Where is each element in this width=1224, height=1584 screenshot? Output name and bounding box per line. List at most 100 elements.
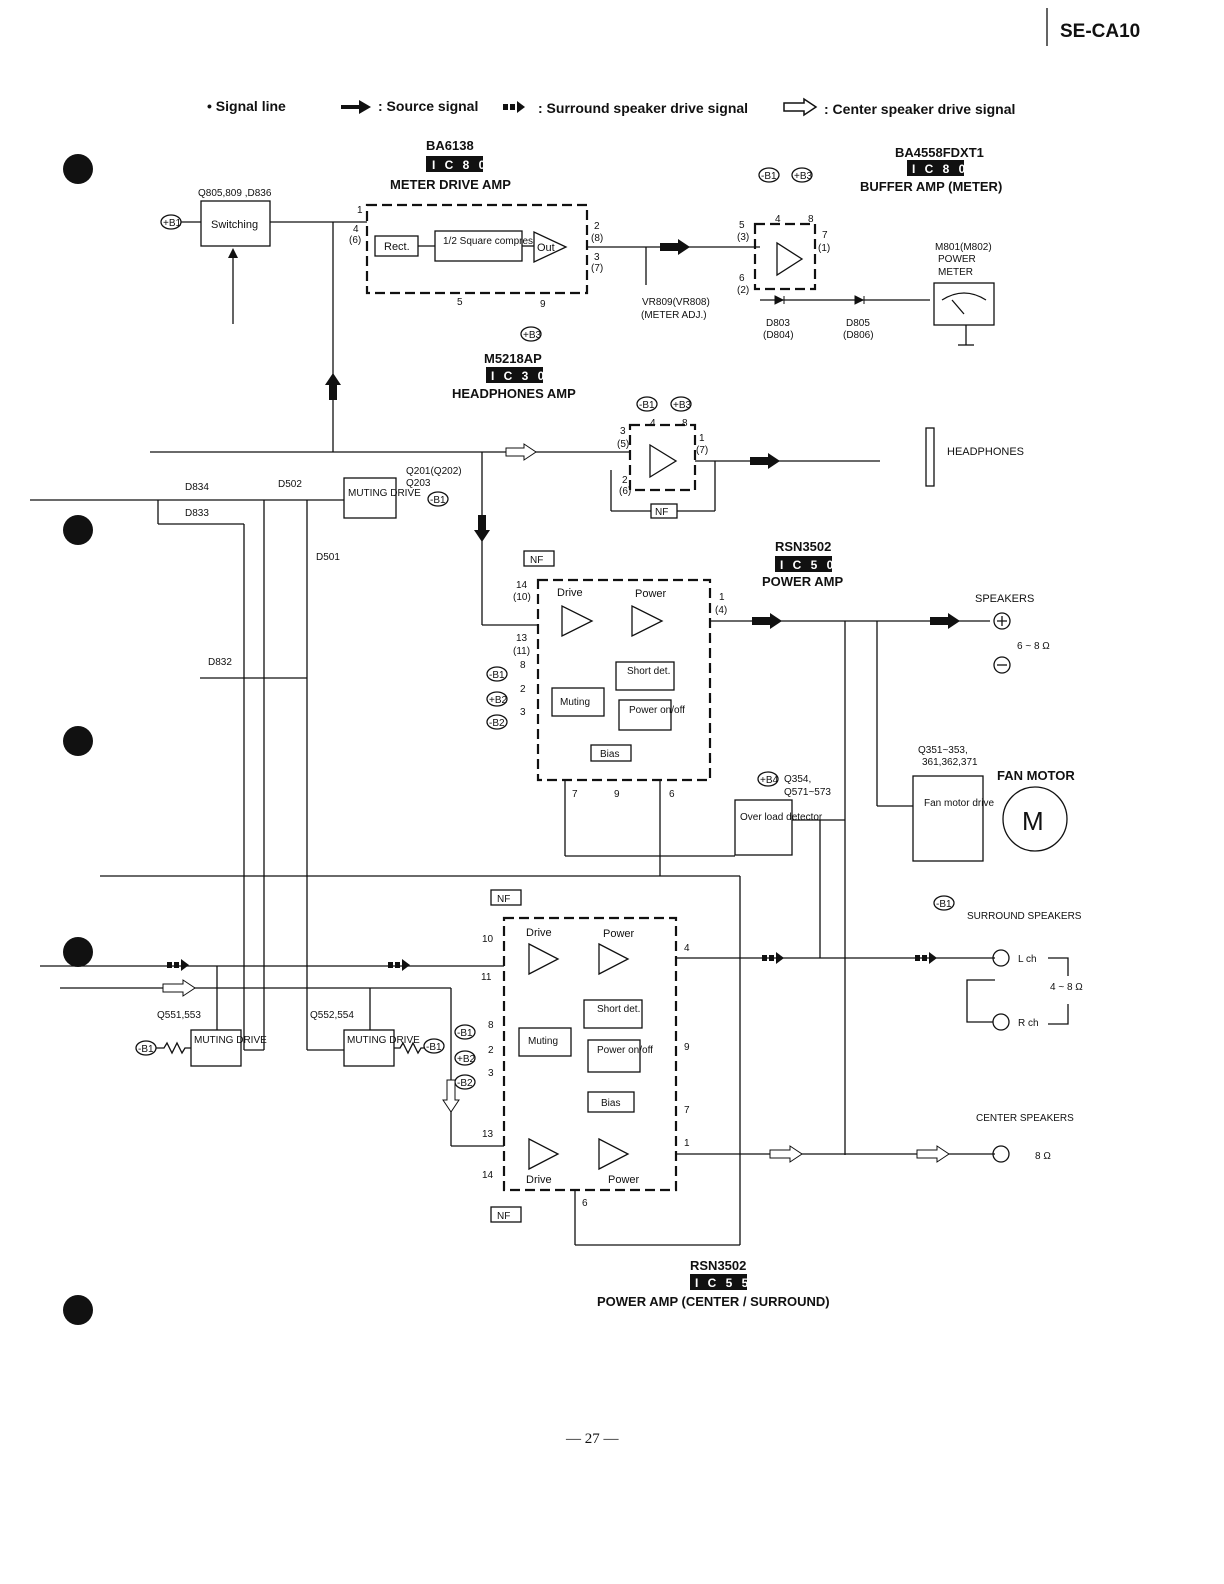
surround-center-speakers: SURROUND SPEAKERS L ch R ch 4 ~ 8 Ω CENT… (966, 911, 1083, 1163)
svg-text:2: 2 (520, 684, 526, 695)
ic301-nf-label: NF (655, 507, 668, 518)
svg-text:(6): (6) (349, 235, 361, 246)
svg-text:-B1: -B1 (761, 171, 777, 182)
svg-text:7: 7 (572, 789, 578, 800)
svg-text:L ch: L ch (1018, 954, 1037, 965)
ic301-block: M5218AP I C 3 0 1 HEADPHONES AMP -B1 +B3… (452, 351, 1024, 519)
ic801-name: METER DRIVE AMP (390, 177, 511, 192)
muting-drives-bottom: Q551,553 MUTING DRIVE -B1 Q552,554 MUTIN… (135, 966, 445, 1067)
svg-text:Power: Power (635, 588, 667, 600)
legend-center: : Center speaker drive signal (824, 101, 1015, 117)
svg-text:D832: D832 (208, 657, 232, 668)
speakers-label: SPEAKERS (975, 593, 1034, 605)
svg-text:6: 6 (582, 1198, 588, 1209)
svg-text:4 ~ 8 Ω: 4 ~ 8 Ω (1050, 982, 1083, 993)
out-label: Out (537, 242, 555, 254)
legend-source: : Source signal (378, 98, 478, 114)
svg-text:(10): (10) (513, 592, 531, 603)
svg-text:4: 4 (684, 943, 690, 954)
svg-text:8: 8 (520, 660, 526, 671)
svg-text:+B2: +B2 (457, 1054, 476, 1065)
svg-text:3: 3 (594, 252, 600, 263)
muting-drive-q201: MUTING DRIVE Q201(Q202) Q203 -B1 D834 D8… (30, 466, 462, 1050)
svg-text:METER: METER (938, 267, 973, 278)
binder-holes (63, 154, 93, 1325)
ic501-tag: I C 5 0 1 (780, 558, 852, 572)
svg-text:-B1: -B1 (457, 1028, 473, 1039)
output-buses (40, 952, 995, 1163)
svg-text:(8): (8) (591, 233, 603, 244)
center-arrow-icon (783, 97, 818, 117)
svg-text:6: 6 (739, 273, 745, 284)
overload-label: Over load detector (740, 812, 823, 823)
ic801-tag: I C 8 0 1 (432, 158, 504, 172)
svg-text:2: 2 (622, 475, 628, 486)
svg-text:+B2: +B2 (489, 695, 508, 706)
svg-text:9: 9 (614, 789, 620, 800)
ic301-tag: I C 3 0 1 (491, 369, 563, 383)
svg-text:-B1: -B1 (430, 495, 446, 506)
svg-text:-B1: -B1 (936, 899, 952, 910)
svg-text:13: 13 (516, 633, 528, 644)
vr809-label: VR809(VR808) (642, 297, 710, 308)
svg-text:+B3: +B3 (523, 330, 542, 341)
svg-text:-B1: -B1 (426, 1042, 442, 1053)
svg-text:1: 1 (699, 433, 705, 444)
center-speakers-label: CENTER SPEAKERS (976, 1113, 1074, 1124)
muting-drive3-label: MUTING DRIVE (347, 1035, 420, 1046)
ic301-name: HEADPHONES AMP (452, 386, 576, 401)
svg-text:Q351~353,: Q351~353, (918, 745, 968, 756)
overload-block: +B4 Q354, Q571~573 Over load detector (100, 771, 845, 1245)
svg-text:-B1: -B1 (138, 1044, 154, 1055)
svg-text:(1): (1) (818, 243, 830, 254)
ic501-block: RSN3502 I C 5 0 1 POWER AMP Drive Power … (482, 539, 990, 800)
svg-text:D502: D502 (278, 479, 302, 490)
svg-text:D833: D833 (185, 508, 209, 519)
svg-text:-B1: -B1 (489, 670, 505, 681)
svg-text:4: 4 (650, 418, 656, 429)
svg-text:4: 4 (353, 224, 359, 235)
svg-text:Bias: Bias (601, 1098, 620, 1109)
switching-block: Q805,809 ,D836 Switching +B1 (160, 188, 367, 324)
svg-text:+B4: +B4 (760, 775, 779, 786)
page-number: — 27 — (565, 1431, 620, 1447)
svg-text:9: 9 (540, 299, 546, 310)
ic501-part: RSN3502 (775, 539, 831, 554)
muting-drive-label: MUTING DRIVE (348, 488, 421, 499)
q805-label: Q805,809 ,D836 (198, 188, 272, 199)
legend-surround: : Surround speaker drive signal (538, 100, 748, 116)
svg-text:(D804): (D804) (763, 330, 794, 341)
svg-text:5: 5 (739, 220, 745, 231)
svg-text:Q354,: Q354, (784, 774, 811, 785)
svg-text:Power: Power (603, 928, 635, 940)
svg-text:(7): (7) (696, 445, 708, 456)
svg-text:7: 7 (822, 230, 828, 241)
svg-text:3: 3 (620, 426, 626, 437)
svg-text:10: 10 (482, 934, 494, 945)
svg-text:D805: D805 (846, 318, 870, 329)
svg-text:(4): (4) (715, 605, 727, 616)
svg-text:1: 1 (719, 592, 725, 603)
svg-text:Q571~573: Q571~573 (784, 787, 831, 798)
svg-text:361,362,371: 361,362,371 (922, 757, 978, 768)
svg-text:6 ~ 8 Ω: 6 ~ 8 Ω (1017, 641, 1050, 652)
motor-m-label: M (1022, 806, 1044, 836)
motor-icon (1002, 786, 1068, 852)
ic501-name: POWER AMP (762, 574, 843, 589)
switching-label: Switching (211, 219, 258, 231)
svg-text:7: 7 (684, 1105, 690, 1116)
svg-text:+B3: +B3 (673, 400, 692, 411)
svg-text:3: 3 (488, 1068, 494, 1079)
ic551-block: Drive Power Drive Power NF NF Short det.… (454, 889, 830, 1309)
rect-label: Rect. (384, 241, 410, 253)
svg-text:3: 3 (520, 707, 526, 718)
svg-text:+B1: +B1 (163, 218, 182, 229)
surround-arrow-icon-3 (388, 959, 410, 971)
square-label: 1/2 Square compresser (443, 236, 548, 247)
svg-text:1: 1 (684, 1138, 690, 1149)
svg-text:5: 5 (457, 297, 463, 308)
fan-motor-label: FAN MOTOR (997, 768, 1075, 783)
svg-text:8: 8 (488, 1020, 494, 1031)
model-number: SE-CA10 (1060, 21, 1140, 42)
svg-text:Bias: Bias (600, 749, 619, 760)
